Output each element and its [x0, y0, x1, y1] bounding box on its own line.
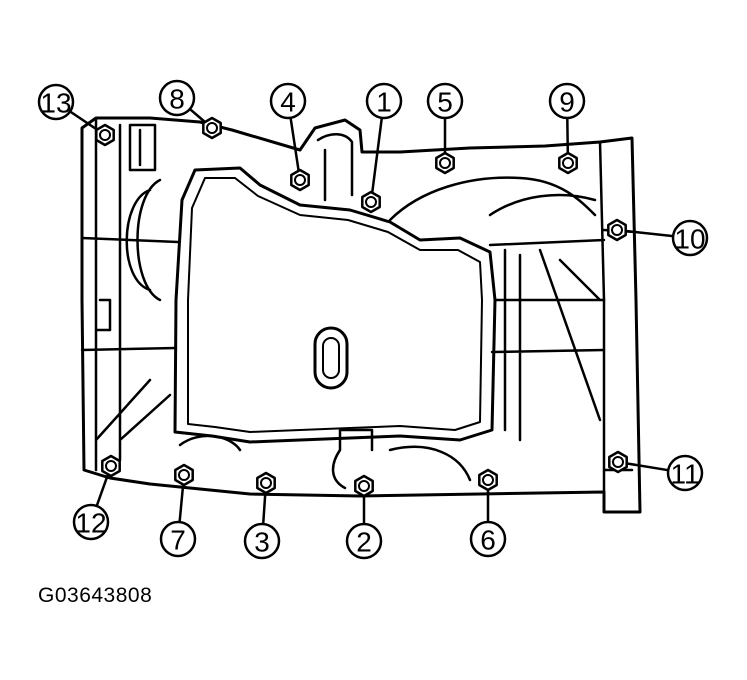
leader-line-4: [289, 116, 300, 172]
callout-circle-4: [269, 82, 307, 120]
leader-line-10: [625, 229, 675, 238]
bottom-boss: [178, 428, 472, 490]
callout-circle-6: [469, 520, 507, 558]
bolt-1: [361, 190, 381, 214]
callout-number-4: 4: [280, 87, 296, 118]
bolt-13: [95, 123, 115, 147]
leader-line-11: [626, 462, 670, 472]
bolt-12: [101, 454, 121, 478]
left-boss: [125, 178, 162, 302]
callout-number-5: 5: [437, 87, 453, 118]
leader-line-13: [68, 110, 98, 131]
callout-number-7: 7: [170, 525, 186, 556]
callout-number-1: 1: [376, 87, 392, 118]
callout-circle-1: [365, 82, 403, 120]
callout-number-11: 11: [670, 459, 699, 490]
left-ribs: [80, 118, 180, 472]
leader-line-3: [261, 491, 267, 526]
sump-inner-outline: [173, 166, 497, 444]
callout-circle-2: [345, 522, 383, 560]
right-ribs: [488, 238, 606, 442]
callout-circle-10: [671, 219, 709, 257]
callout-circle-11: [666, 454, 704, 492]
sump-inner-secondary: [187, 177, 483, 433]
callout-circle-12: [72, 503, 110, 541]
callout-number-2: 2: [356, 527, 372, 558]
bolt-8: [202, 116, 222, 140]
drain-slot: [313, 326, 349, 390]
callout-circle-13: [37, 83, 75, 121]
callout-number-10: 10: [674, 224, 705, 255]
callout-circle-7: [159, 520, 197, 558]
callout-number-12: 12: [75, 508, 106, 539]
bolt-11: [608, 450, 628, 474]
drain-slot-inner: [322, 337, 340, 379]
callout-number-9: 9: [559, 87, 575, 118]
callout-number-3: 3: [254, 527, 270, 558]
pan-outer-outline: [80, 116, 642, 514]
leader-line-12: [95, 474, 109, 508]
leader-line-1: [371, 116, 384, 194]
callout-number-8: 8: [169, 84, 185, 115]
leader-line-8: [188, 107, 206, 123]
callout-number-13: 13: [40, 88, 71, 119]
top-neck: [316, 133, 354, 202]
bolt-2: [354, 474, 374, 498]
bolt-5: [435, 151, 455, 175]
bolt-layer: [95, 116, 628, 498]
callout-circle-9: [548, 82, 586, 120]
pan-right-flange: [598, 140, 638, 494]
right-top-curves: [388, 176, 597, 222]
bolt-3: [256, 471, 276, 495]
callout-circle-3: [243, 522, 281, 560]
callout-circle-8: [158, 79, 196, 117]
figure-id: G03643808: [38, 584, 153, 607]
callout-circle-5: [426, 82, 464, 120]
bolt-10: [607, 218, 627, 242]
bolt-4: [290, 168, 310, 192]
bolt-7: [174, 463, 194, 487]
leader-line-9: [566, 116, 570, 155]
leader-line-7: [178, 483, 185, 524]
bolt-9: [558, 151, 578, 175]
callout-number-6: 6: [480, 525, 496, 556]
bolt-6: [478, 468, 498, 492]
left-bracket: [128, 123, 157, 172]
